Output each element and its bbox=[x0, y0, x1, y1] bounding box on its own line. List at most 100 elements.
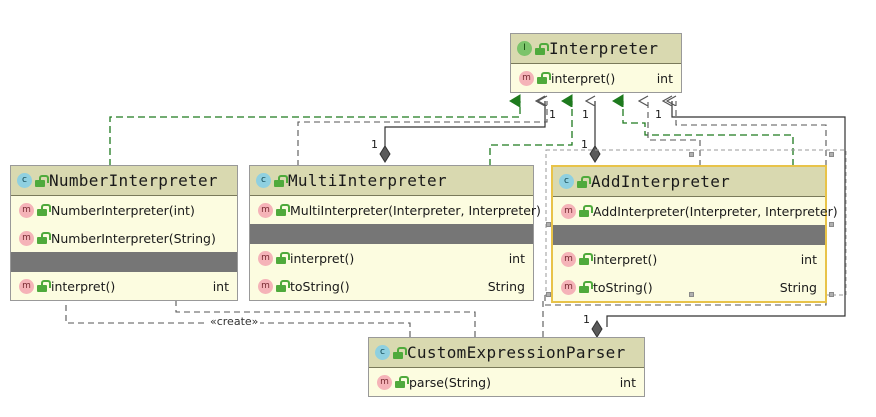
composition-diamond-multi bbox=[379, 145, 391, 163]
public-lock-icon bbox=[537, 72, 551, 84]
member-name: toString() bbox=[290, 278, 350, 294]
composition-diamond-add bbox=[589, 145, 601, 163]
member-row[interactable]: m interpret() int bbox=[511, 64, 681, 92]
public-lock-icon bbox=[579, 205, 593, 217]
class-icon: c bbox=[375, 345, 390, 360]
class-header-addinterpreter: c AddInterpreter bbox=[553, 167, 825, 197]
method-icon: m bbox=[561, 251, 576, 267]
method-icon: m bbox=[258, 278, 273, 294]
class-header-customexpressionparser: c CustomExpressionParser bbox=[369, 338, 644, 368]
class-title-numberinterpreter: NumberInterpreter bbox=[49, 171, 218, 190]
class-title-interpreter: Interpreter bbox=[549, 39, 659, 58]
member-row[interactable]: m toString() String bbox=[250, 272, 533, 300]
edge-realization-numberinterpreter bbox=[109, 101, 521, 166]
selection-handle-mid-left[interactable] bbox=[546, 222, 551, 227]
selection-handle-top-right[interactable] bbox=[829, 152, 834, 157]
member-type: int bbox=[508, 250, 525, 266]
member-row[interactable]: m NumberInterpreter(String) bbox=[11, 224, 237, 252]
compartment-separator-bar bbox=[553, 225, 825, 245]
edge-realization-addinterpreter bbox=[623, 101, 794, 166]
method-icon: m bbox=[519, 70, 534, 86]
compartment-constructors-numberinterpreter: m NumberInterpreter(int) m NumberInterpr… bbox=[11, 196, 237, 252]
selection-handle-bottom-left[interactable] bbox=[546, 292, 551, 297]
multiplicity-label-add-diamond: 1 bbox=[581, 138, 588, 151]
multiplicity-label-a: 1 bbox=[549, 108, 556, 121]
member-row[interactable]: m parse(String) int bbox=[369, 368, 644, 396]
edge-composition-multiinterpreter bbox=[384, 101, 546, 152]
class-box-multiinterpreter[interactable]: c MultiInterpreter m MultiInterpreter(In… bbox=[249, 165, 541, 301]
edge-dependency-multi-interpreter bbox=[297, 101, 548, 166]
member-row[interactable]: m interpret() int bbox=[11, 272, 237, 300]
class-box-interpreter[interactable]: I Interpreter m interpret() int bbox=[510, 33, 682, 93]
selection-handle-top-mid[interactable] bbox=[689, 152, 694, 157]
public-lock-icon bbox=[393, 346, 407, 359]
member-row[interactable]: m MultiInterpreter(Interpreter, Interpre… bbox=[250, 196, 541, 224]
class-icon: c bbox=[559, 174, 574, 189]
public-lock-icon bbox=[276, 252, 290, 264]
member-row[interactable]: m NumberInterpreter(int) bbox=[11, 196, 237, 224]
public-lock-icon bbox=[395, 376, 409, 388]
public-lock-icon bbox=[579, 253, 593, 265]
member-type: int bbox=[656, 70, 673, 86]
selection-handle-mid-right[interactable] bbox=[829, 222, 834, 227]
class-box-numberinterpreter[interactable]: c NumberInterpreter m NumberInterpreter(… bbox=[10, 165, 238, 301]
member-name: NumberInterpreter(String) bbox=[51, 230, 216, 246]
public-lock-icon bbox=[37, 204, 51, 216]
selection-handle-bottom-right[interactable] bbox=[829, 292, 834, 297]
public-lock-icon bbox=[276, 280, 290, 292]
compartment-methods-numberinterpreter: m interpret() int bbox=[11, 272, 237, 300]
public-lock-icon bbox=[35, 174, 49, 187]
public-lock-icon bbox=[37, 280, 51, 292]
member-row[interactable]: m interpret() int bbox=[553, 245, 825, 273]
member-type: String bbox=[487, 278, 525, 294]
compartment-separator-bar bbox=[11, 252, 237, 272]
public-lock-icon bbox=[577, 175, 591, 188]
method-icon: m bbox=[258, 202, 273, 218]
method-icon: m bbox=[19, 278, 34, 294]
compartment-methods-addinterpreter: m interpret() int m toString() String bbox=[553, 245, 825, 301]
multiplicity-label-multi-diamond: 1 bbox=[371, 138, 378, 151]
member-name: MultiInterpreter(Interpreter, Interprete… bbox=[290, 202, 541, 218]
method-icon: m bbox=[19, 202, 34, 218]
member-type: int bbox=[619, 374, 636, 390]
selection-handle-bottom-mid[interactable] bbox=[689, 292, 694, 297]
class-box-addinterpreter[interactable]: c AddInterpreter m AddInterpreter(Interp… bbox=[551, 165, 838, 303]
multiplicity-label-c: 1 bbox=[655, 108, 662, 121]
member-type: String bbox=[779, 279, 817, 295]
method-icon: m bbox=[561, 203, 576, 219]
public-lock-icon bbox=[37, 232, 51, 244]
class-icon: c bbox=[17, 173, 32, 188]
member-row[interactable]: m toString() String bbox=[553, 273, 825, 301]
class-box-customexpressionparser[interactable]: c CustomExpressionParser m parse(String)… bbox=[368, 337, 645, 397]
interface-icon: I bbox=[517, 41, 532, 56]
class-title-addinterpreter: AddInterpreter bbox=[591, 172, 731, 191]
member-name: NumberInterpreter(int) bbox=[51, 202, 195, 218]
compartment-constructors-multiinterpreter: m MultiInterpreter(Interpreter, Interpre… bbox=[250, 196, 541, 224]
compartment-separator-bar bbox=[250, 224, 533, 244]
member-name: toString() bbox=[593, 279, 653, 295]
class-icon: c bbox=[256, 173, 271, 188]
member-name: parse(String) bbox=[409, 374, 491, 390]
class-header-multiinterpreter: c MultiInterpreter bbox=[250, 166, 533, 196]
public-lock-icon bbox=[535, 42, 549, 55]
class-header-numberinterpreter: c NumberInterpreter bbox=[11, 166, 237, 196]
stereotype-label-create: «create» bbox=[208, 315, 261, 328]
edge-realization-multiinterpreter bbox=[489, 101, 573, 166]
member-name: interpret() bbox=[290, 250, 355, 266]
member-name: interpret() bbox=[51, 278, 116, 294]
member-name: interpret() bbox=[593, 251, 658, 267]
method-icon: m bbox=[19, 230, 34, 246]
member-row[interactable]: m interpret() int bbox=[250, 244, 533, 272]
public-lock-icon bbox=[276, 204, 290, 216]
class-header-interpreter: I Interpreter bbox=[511, 34, 681, 64]
compartment-methods-interpreter: m interpret() int bbox=[511, 64, 681, 92]
method-icon: m bbox=[377, 374, 392, 390]
method-icon: m bbox=[561, 279, 576, 295]
member-name: AddInterpreter(Interpreter, Interpreter) bbox=[593, 203, 838, 219]
composition-diamond-parser bbox=[591, 320, 603, 338]
method-icon: m bbox=[258, 250, 273, 266]
member-row[interactable]: m AddInterpreter(Interpreter, Interprete… bbox=[553, 197, 838, 225]
multiplicity-label-parser-diamond: 1 bbox=[583, 313, 590, 326]
class-title-customexpressionparser: CustomExpressionParser bbox=[407, 343, 626, 362]
